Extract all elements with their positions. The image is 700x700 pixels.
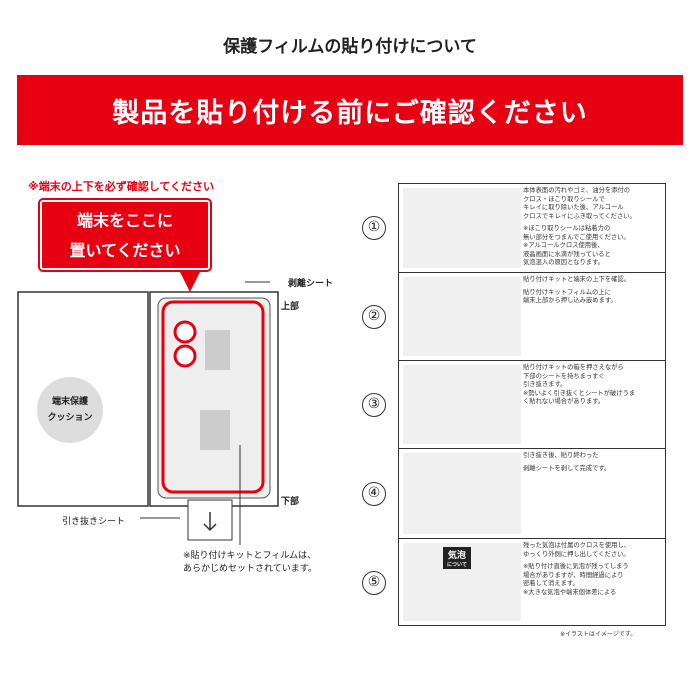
step-text: 貼り付けキットの箱を押さえながら下部のシートを持ちまっすぐ引き抜きます。※勢いよ… [523, 364, 665, 407]
step-text-line: キレイに取り除いた後、アルコール [523, 204, 624, 211]
step-text-line: 剥離シートを剥して完成です。 [523, 464, 611, 472]
step-illustration [403, 365, 521, 444]
step-text-line: 本体表面の汚れやゴミ、油分を添付の [523, 187, 631, 194]
step-box: 貼り付けキットと端末の上下を確認。貼り付けキットフィルムの上に端末上部から押し込… [398, 273, 666, 361]
callout-line: 端末をここに [76, 211, 173, 230]
step-number: ④ [362, 482, 386, 506]
step-text-line: 場合がありますが、時間経過により [523, 571, 624, 579]
warning-banner: 製品を貼り付ける前にご確認ください [17, 75, 683, 145]
step-text-line: 無い部分をつまんでご使用ください。 [523, 233, 630, 241]
step-text-line: ※貼り付け直後に気泡が残ってしまう [523, 563, 629, 570]
pull-sheet-label: 引き抜きシート [62, 517, 126, 527]
orientation-warning: ※端末の上下を必ず確認してください [28, 180, 215, 193]
step-box: 貼り付けキットの箱を押さえながら下部のシートを持ちまっすぐ引き抜きます。※勢いよ… [398, 361, 666, 449]
step-number: ② [362, 305, 386, 329]
step-box: 本体表面の汚れやゴミ、油分を添付のクロス・ほこり取りシールでキレイに取り除いた後… [398, 183, 666, 273]
step-text-line: 貼り付けキットと端末の上下を確認。 [523, 276, 631, 283]
step-illustration [403, 277, 521, 356]
badge-sub: について [447, 562, 467, 568]
kit-note-line: ※貼り付けキットとフィルムは、 [183, 551, 317, 561]
illustration-note: ※イラストはイメージです。 [560, 631, 637, 638]
cushion-line: 端末保護 [51, 397, 88, 407]
step-illustration: 気泡について [403, 543, 521, 621]
bubble-badge: 気泡について [443, 547, 471, 569]
step-text-line: 端末上部から押し込み嵌めます。 [523, 297, 617, 304]
step-text-line: クロスでキレイにふき取ってください。 [523, 212, 636, 220]
step-text: 引き抜き後、貼り終わった剥離シートを剥して完成です。 [523, 452, 665, 473]
step-text-line: 気泡混入の原因となります。 [523, 259, 605, 266]
step-text-line: クロス・ほこり取りシールで [523, 195, 605, 203]
cushion-line: クッション [47, 413, 93, 423]
step-text: 貼り付けキットと端末の上下を確認。貼り付けキットフィルムの上に端末上部から押し込… [523, 276, 665, 306]
step-box: 引き抜き後、貼り終わった剥離シートを剥して完成です。 [398, 449, 666, 539]
step-text-line: ※アルコールクロス使用後、 [523, 242, 604, 249]
step-text-line: ※ほこり取りシールは粘着力の [523, 225, 611, 232]
step-illustration [403, 188, 521, 268]
step-text-line: 液晶画面に水滴が残っていると [523, 250, 611, 258]
step-box: 気泡について 残った気泡は付属のクロスを使用し、ゆっくり外側に押し出してください。… [398, 539, 666, 626]
kit-note-line: あらかじめセットされています。 [183, 564, 317, 574]
top-label: 上部 [281, 302, 300, 312]
step-number: ⑤ [362, 570, 386, 595]
bottom-label: 下部 [281, 497, 300, 507]
step-text: 残った気泡は付属のクロスを使用し、ゆっくり外側に押し出してください。 ※貼り付け直… [523, 542, 665, 597]
kit-note: ※貼り付けキットとフィルムは、 あらかじめセットされています。 [183, 550, 317, 576]
page-title: 保護フィルムの貼り付けについて [223, 37, 477, 57]
step-text-line: ※勢いよく引き抜くとシートが破けうま [523, 389, 636, 397]
step-number: ③ [362, 393, 386, 417]
step-text-line: ※大きな気泡や端末個体差による [523, 588, 617, 596]
step-text-line: 下部のシートを持ちまっすぐ [523, 372, 605, 380]
step-illustration [403, 453, 521, 534]
step-text-line: 残った気泡は付属のクロスを使用し、 [523, 542, 631, 549]
badge-text: 気泡 [447, 551, 466, 561]
step-text-line: 引き抜きます。 [523, 381, 567, 388]
cushion-label: 端末保護 クッション [40, 394, 100, 426]
callout-line: 置いてください [69, 241, 181, 260]
step-text-line: ゆっくり外側に押し出してください。 [523, 550, 630, 558]
case-diagram [17, 272, 279, 545]
step-text-line: 貼り付けキットの箱を押さえながら [523, 364, 624, 371]
step-number: ① [362, 216, 386, 240]
step-text-line: 引き抜き後、貼り終わった [523, 452, 599, 459]
step-text-line: く貼れない場合があります。 [523, 398, 605, 405]
placement-callout: 端末をここに 置いてください [38, 198, 212, 272]
peel-sheet-label: 剥離シート [288, 279, 334, 289]
step-text: 本体表面の汚れやゴミ、油分を添付のクロス・ほこり取りシールでキレイに取り除いた後… [523, 187, 665, 268]
step-text-line: 密着して消えます。 [523, 580, 579, 587]
step-text-line: 貼り付けキットフィルムの上に [523, 288, 611, 296]
